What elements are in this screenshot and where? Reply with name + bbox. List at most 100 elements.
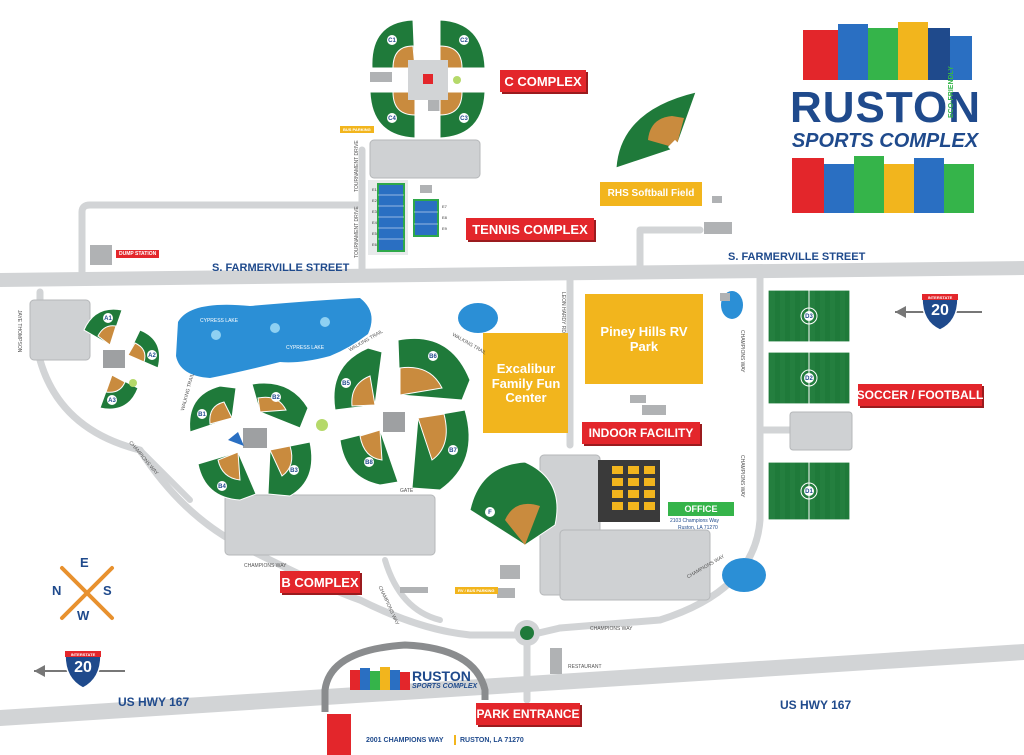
excalibur-label[interactable]: Excalibur Family Fun Center (491, 360, 561, 406)
field-label-a1[interactable]: A1 (104, 316, 112, 322)
field-label-f[interactable]: F (488, 510, 492, 516)
f-field (469, 461, 558, 546)
leon-hardy-label: LEON HARDY RD (560, 292, 566, 334)
office-badge[interactable]: OFFICE (668, 502, 734, 516)
tennis-court-label-e8: E8 (442, 215, 448, 220)
entrance-city: RUSTON, LA 71270 (460, 737, 524, 744)
field-badge-bg (459, 113, 469, 123)
field-label-b2[interactable]: B2 (272, 395, 280, 401)
office-address-line2: Ruston, LA 71270 (678, 525, 718, 531)
brand-logo-icon (792, 22, 974, 213)
indoor-facility-label[interactable]: INDOOR FACILITY (582, 422, 700, 444)
field-badge-bg (364, 457, 374, 467)
field-label-a3[interactable]: A3 (108, 398, 116, 404)
brand-name: RUSTON (790, 83, 981, 132)
parking-lots (29, 139, 853, 601)
farmerville-street-right: S. FARMERVILLE STREET (728, 251, 866, 263)
field-label-b4[interactable]: B4 (218, 484, 226, 490)
field-label-b3[interactable]: B3 (290, 468, 298, 474)
tennis-court-label-e4: E4 (372, 220, 378, 225)
entrance-arch (321, 641, 489, 755)
brand-eco: ECO-FRIENDLY (948, 66, 955, 118)
tennis-complex-label[interactable]: TENNIS COMPLEX (466, 218, 594, 240)
compass-e: E (80, 555, 89, 570)
tennis-court-label-e5: E5 (372, 231, 378, 236)
buildings (90, 72, 732, 674)
field-label-c1[interactable]: C1 (388, 38, 396, 44)
excalibur-lot (483, 333, 568, 433)
compass-w: W (77, 608, 90, 623)
pond-southeast (722, 558, 766, 592)
brand-block: RUSTON SPORTS COMPLEX (790, 83, 981, 153)
tennis-court-label-e9: E9 (442, 226, 448, 231)
hwy-167-left: US HWY 167 (118, 695, 190, 709)
compass-s: S (103, 583, 112, 598)
cypress-lake-label-2: CYPRESS LAKE (286, 345, 325, 351)
field-badge-bg (387, 35, 397, 45)
piney-hills-label[interactable]: Piney Hills RV Park (600, 324, 688, 354)
hwy-167-right: US HWY 167 (780, 698, 852, 712)
interstate-number-west: 20 (74, 659, 92, 676)
field-label-c2[interactable]: C2 (460, 38, 468, 44)
interstate-label-east: INTERSTATE (927, 295, 953, 300)
entrance-sign-tagline: SPORTS COMPLEX (412, 683, 478, 690)
gate-label: GATE (400, 488, 414, 494)
tennis-court-label-e7: E7 (442, 204, 448, 209)
compass-icon (60, 566, 114, 620)
tennis-court-label-e2: E2 (372, 198, 378, 203)
entrance-logo-icon (350, 667, 410, 690)
champions-way-label-6: CHAMPIONS WAY (739, 455, 745, 498)
field-badge-bg (448, 445, 458, 455)
field-badge-bg (485, 507, 495, 517)
rhs-softball-diamond (615, 91, 697, 169)
field-label-b7[interactable]: B7 (449, 448, 457, 454)
field-badge-bg (804, 373, 814, 383)
field-label-d2[interactable]: D2 (805, 376, 813, 382)
indoor-courts (612, 466, 655, 510)
c-complex-label[interactable]: C COMPLEX (500, 70, 586, 92)
field-label-b8[interactable]: B8 (365, 460, 373, 466)
tournament-drive-label-1: TOURNAMENT DRIVE (354, 140, 360, 192)
field-label-b1[interactable]: B1 (198, 412, 206, 418)
field-label-c3[interactable]: C3 (460, 116, 468, 122)
interstate-shield-icon-west (34, 651, 125, 689)
interstate-number-east: 20 (931, 302, 949, 319)
rhs-softball-label[interactable]: RHS Softball Field (600, 182, 702, 206)
jaye-thompson-label: JAYE THOMPSON (16, 310, 22, 353)
field-label-b5[interactable]: B5 (342, 381, 350, 387)
tennis-court-label-e3: E3 (372, 209, 378, 214)
cypress-lake-label-1: CYPRESS LAKE (200, 318, 239, 324)
farmerville-street-left: S. FARMERVILLE STREET (212, 262, 350, 274)
bus-parking-label-bottom: RV / BUS PARKING (455, 587, 498, 594)
b-complex-label[interactable]: B COMPLEX (280, 571, 360, 593)
interstate-label-west: INTERSTATE (70, 652, 96, 657)
champions-way-label-5: CHAMPIONS WAY (739, 330, 745, 373)
entrance-address: 2001 CHAMPIONS WAY (366, 737, 444, 744)
cypress-lake (176, 298, 372, 378)
dump-station-label[interactable]: DUMP STATION (116, 250, 160, 258)
field-label-a2[interactable]: A2 (148, 353, 156, 359)
soccer-football-label[interactable]: SOCCER / FOOTBALL (857, 384, 983, 406)
tennis-court-label-e6: E6 (372, 242, 378, 247)
field-badge-bg (804, 311, 814, 321)
field-label-d3[interactable]: D3 (805, 314, 813, 320)
tennis-court-label-e1: E1 (372, 187, 378, 192)
bus-parking-label-top: BUS PARKING (340, 126, 374, 133)
field-badge-bg (197, 409, 207, 419)
field-label-d1[interactable]: D1 (805, 489, 813, 495)
park-entrance-label[interactable]: PARK ENTRANCE (476, 703, 580, 725)
field-badge-bg (341, 378, 351, 388)
b-complex-fields (189, 337, 471, 501)
field-badge-bg (428, 351, 438, 361)
compass-n: N (52, 583, 62, 598)
field-label-b6[interactable]: B6 (429, 354, 437, 360)
champions-way-label-1: CHAMPIONS WAY (244, 563, 287, 569)
interstate-shield-icon (895, 294, 982, 331)
pond-north (458, 303, 498, 333)
field-label-c4[interactable]: C4 (388, 116, 396, 122)
field-badge-bg (217, 481, 227, 491)
office-address-line1: 2103 Champions Way (670, 518, 720, 524)
piney-hills-rv-park-lot (585, 294, 703, 384)
